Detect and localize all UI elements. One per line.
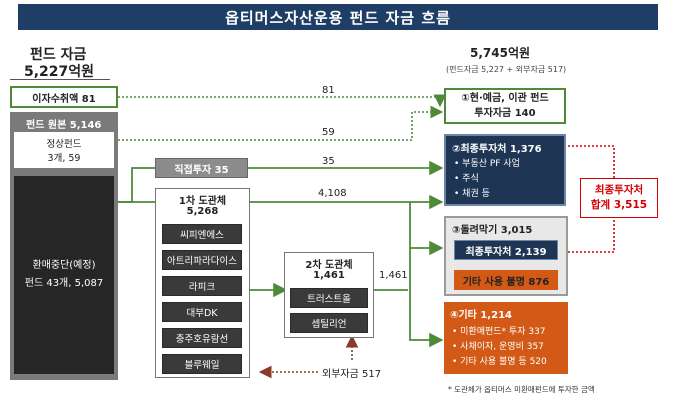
normal-fund-detail: 3개, 59 (47, 153, 81, 164)
fund-label: 펀드 자금 (30, 47, 87, 63)
box4-item: • 기타 사용 불명 등 520 (452, 357, 547, 367)
conduit2-item: 트러스트올 (290, 288, 368, 308)
flow-label-35: 35 (322, 156, 335, 167)
destination-box-1: ①현·예금, 이관 펀드 투자자금 140 (444, 88, 566, 124)
interest-box: 이자수취액 81 (10, 86, 118, 108)
box3-title: ③돌려막기 3,015 (452, 225, 533, 236)
flow-label-59: 59 (322, 127, 335, 138)
conduit2-amount: 1,461 (313, 270, 345, 281)
box4-item: • 사채이자, 운영비 357 (452, 342, 544, 352)
interest-text: 이자수취액 81 (32, 93, 96, 105)
destination-box-4: ④기타 1,214 • 미환매펀드* 투자 337 • 사채이자, 운영비 35… (444, 302, 568, 374)
flow-line-59 (118, 105, 444, 141)
conduit1-amount: 5,268 (186, 206, 219, 217)
conduit2-title: 2차 도관체 (305, 260, 353, 271)
conduit1-item: 대부DK (162, 302, 242, 322)
flow-label-81: 81 (322, 85, 335, 96)
conduit1-title: 1차 도관체 (178, 196, 227, 207)
suspended-fund-box: 환매중단(예정) 펀드 43개, 5,087 (14, 176, 114, 374)
final-investment-total: 최종투자처 합계 3,515 (580, 178, 658, 218)
box1-line2: 투자자금 140 (474, 108, 536, 119)
box2-item: • 채권 등 (454, 189, 490, 199)
box4-item: • 미환매펀드* 투자 337 (452, 327, 546, 337)
suspended-detail: 펀드 43개, 5,087 (24, 278, 104, 289)
flow-line-81 (118, 94, 447, 108)
direct-investment-box: 직접투자 35 (155, 158, 248, 178)
conduit1-item: 충주호유람선 (162, 328, 242, 348)
divider (10, 79, 110, 80)
flow-line-to-box3 (409, 202, 444, 256)
conduit1-item: 아트리파라다이스 (162, 250, 242, 270)
flow-line-to-box4 (409, 248, 444, 348)
normal-fund-title: 정상펀드 (46, 139, 82, 150)
conduit2-item: 셉틸리언 (290, 313, 368, 333)
conduit1-item: 블루웨일 (162, 354, 242, 374)
footnote: * 도관체가 옵티머스 미환매펀드에 투자한 금액 (448, 385, 595, 394)
box2-item: • 주식 (454, 174, 479, 184)
box2-title: ②최종투자처 1,376 (452, 144, 542, 155)
conduit1-item: 씨피엔에스 (162, 224, 242, 244)
right-total-note: (펀드자금 5,227 + 외부자금 517) (446, 65, 567, 74)
external-funds-label: 외부자금 517 (322, 369, 382, 380)
box1-line1: ①현·예금, 이관 펀드 (461, 93, 549, 104)
right-total: 5,745억원 (470, 46, 531, 60)
final-total-line2: 합계 3,515 (590, 199, 648, 211)
page-title: 옵티머스자산운용 펀드 자금 흐름 (225, 8, 451, 27)
fund-amount: 5,227억원 (24, 64, 95, 80)
destination-box-3: ③돌려막기 3,015 최종투자처 2,139 기타 사용 불명 876 (444, 216, 568, 296)
suspended-title: 환매중단(예정) (32, 260, 96, 271)
box3-inner-final: 최종투자처 2,139 (454, 240, 558, 260)
normal-fund-box: 정상펀드 3개, 59 (14, 132, 114, 168)
box2-item: • 부동산 PF 사업 (454, 159, 520, 169)
final-total-line1: 최종투자처 (594, 184, 644, 196)
box4-title: ④기타 1,214 (450, 310, 512, 321)
direct-investment-text: 직접투자 35 (174, 164, 229, 176)
flow-label-4108: 4,108 (318, 188, 347, 199)
page-title-banner: 옵티머스자산운용 펀드 자금 흐름 (18, 4, 658, 30)
flow-label-1461: 1,461 (379, 270, 408, 281)
conduit1-item: 라피크 (162, 276, 242, 296)
fund-origin-title: 펀드 원본 5,146 (26, 120, 102, 131)
destination-box-2: ②최종투자처 1,376 • 부동산 PF 사업 • 주식 • 채권 등 (444, 134, 566, 206)
flow-line-fund-to-direct (112, 167, 155, 203)
box3-inner-unknown: 기타 사용 불명 876 (454, 270, 558, 290)
